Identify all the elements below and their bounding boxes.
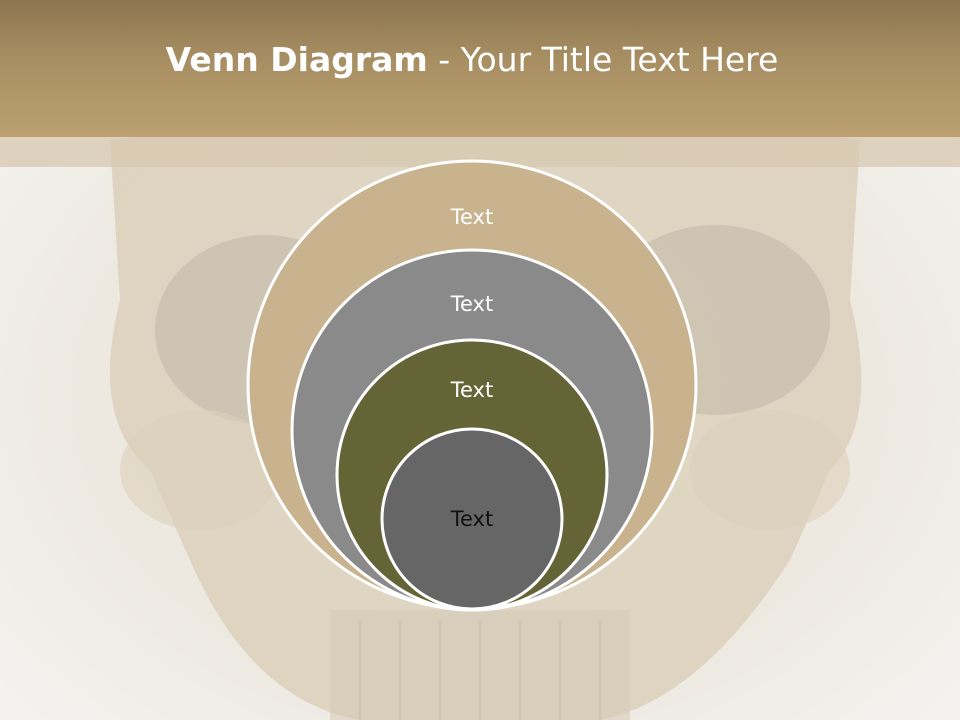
venn-label-outer: Text <box>450 205 493 229</box>
slide-title-rest: - Your Title Text Here <box>427 40 779 79</box>
slide-title-bold: Venn Diagram <box>165 40 428 79</box>
slide-title[interactable]: Venn Diagram - Your Title Text Here <box>0 40 944 79</box>
venn-label-second: Text <box>450 292 493 316</box>
venn-circle-inner[interactable] <box>380 427 564 611</box>
title-bar <box>0 0 960 137</box>
venn-label-third: Text <box>450 378 493 402</box>
venn-label-inner: Text <box>450 507 493 531</box>
